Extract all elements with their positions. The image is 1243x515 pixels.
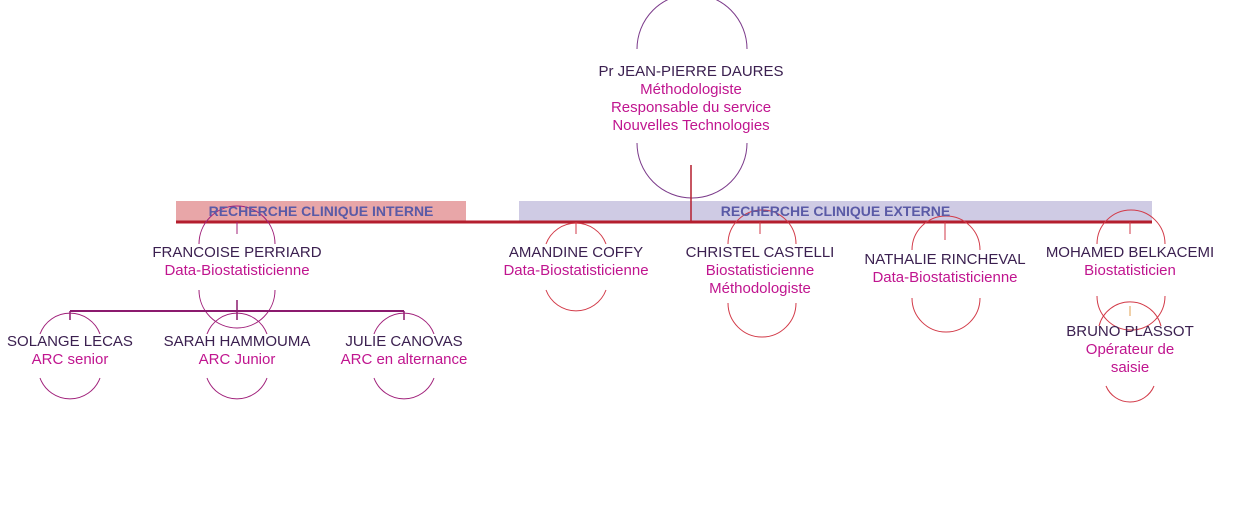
julie-role: ARC en alternance: [340, 351, 468, 368]
amandine-role: Data-Biostatisticienne: [503, 262, 649, 279]
nathalie-role: Data-Biostatisticienne: [872, 269, 1018, 286]
head-role-1: Méthodologiste: [640, 81, 742, 98]
solange-role: ARC senior: [31, 351, 109, 368]
sarah-arc-bottom: [206, 377, 268, 400]
head-role-3: Nouvelles Technologies: [612, 117, 770, 134]
external-band-bg: [519, 201, 1152, 221]
sarah-arc-top: [206, 312, 268, 335]
mohamed-node: MOHAMED BELKACEMI Biostatisticien: [1046, 244, 1214, 280]
julie-node: JULIE CANOVAS ARC en alternance: [341, 333, 468, 369]
head-arc-top: [636, 0, 748, 50]
christel-arc-top: [727, 209, 797, 245]
nathalie-node: NATHALIE RINCHEVAL Data-Biostatisticienn…: [864, 251, 1025, 287]
mohamed-name: MOHAMED BELKACEMI: [1045, 244, 1215, 261]
bruno-node: BRUNO PLASSOT Opérateur de saisie: [1066, 323, 1194, 377]
external-band-label: RECHERCHE CLINIQUE EXTERNE: [720, 203, 951, 219]
internal-band-bg: [176, 201, 466, 221]
head-role-2: Responsable du service: [610, 99, 772, 116]
mohamed-role: Biostatisticien: [1084, 262, 1176, 279]
head-name: Pr JEAN-PIERRE DAURES: [598, 63, 784, 80]
sarah-name: SARAH HAMMOUMA: [163, 333, 311, 350]
nathalie-arc-bottom: [911, 297, 981, 333]
francoise-node: FRANCOISE PERRIARD Data-Biostatisticienn…: [152, 244, 321, 280]
nathalie-name: NATHALIE RINCHEVAL: [864, 251, 1026, 268]
amandine-node: AMANDINE COFFY Data-Biostatisticienne: [503, 244, 648, 280]
julie-arc-bottom: [373, 377, 435, 400]
christel-role-1: Biostatisticienne: [705, 262, 815, 279]
bruno-name: BRUNO PLASSOT: [1066, 323, 1194, 340]
bruno-role-1: Opérateur de: [1085, 341, 1175, 358]
head-node: Pr JEAN-PIERRE DAURES Méthodologiste Res…: [598, 63, 783, 135]
bruno-role-2: saisie: [1110, 359, 1150, 376]
amandine-name: AMANDINE COFFY: [508, 244, 644, 261]
mohamed-arc-bottom: [1096, 295, 1166, 331]
francoise-arc-bottom: [198, 289, 276, 329]
bruno-arc-bottom: [1105, 385, 1155, 403]
sarah-node: SARAH HAMMOUMA ARC Junior: [164, 333, 311, 369]
solange-arc-top: [39, 312, 101, 335]
christel-name: CHRISTEL CASTELLI: [685, 244, 835, 261]
internal-band-label: RECHERCHE CLINIQUE INTERNE: [208, 203, 434, 219]
solange-name: SOLANGE LECAS: [7, 333, 133, 350]
amandine-arc-top: [545, 222, 607, 245]
sarah-role: ARC Junior: [198, 351, 276, 368]
bruno-arc-top: [1098, 301, 1162, 327]
francoise-role: Data-Biostatisticienne: [164, 262, 310, 279]
solange-arc-bottom: [39, 377, 101, 400]
solange-node: SOLANGE LECAS ARC senior: [7, 333, 133, 369]
julie-name: JULIE CANOVAS: [345, 333, 463, 350]
nathalie-arc-top: [911, 215, 981, 251]
francoise-arc-top: [198, 205, 276, 245]
francoise-name: FRANCOISE PERRIARD: [152, 244, 322, 261]
head-arc-bottom: [636, 142, 748, 199]
julie-arc-top: [373, 312, 435, 335]
christel-node: CHRISTEL CASTELLI Biostatisticienne Méth…: [686, 244, 835, 298]
christel-arc-bottom: [727, 302, 797, 338]
christel-role-2: Méthodologiste: [709, 280, 811, 297]
amandine-arc-bottom: [545, 289, 607, 312]
mohamed-arc-top: [1096, 209, 1166, 245]
